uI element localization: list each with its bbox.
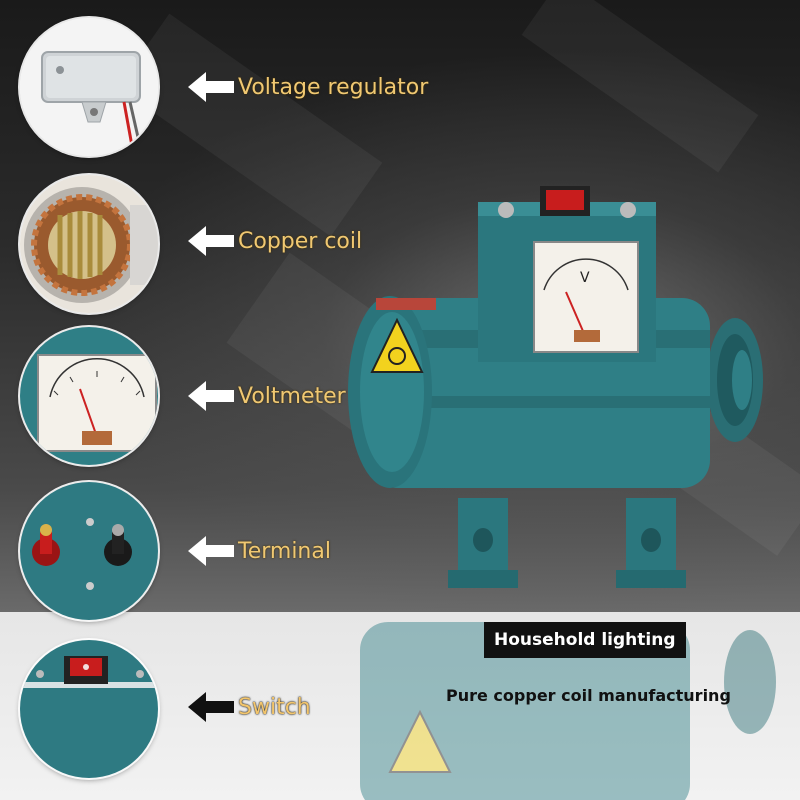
meter-unit-label: V	[580, 270, 590, 286]
generator-motor-image: V	[330, 180, 790, 600]
feature-label: Voltage regulator	[238, 74, 429, 100]
switch-thumbnail	[20, 640, 158, 778]
arrow-left-icon	[188, 72, 234, 102]
feature-label: Switch	[238, 694, 311, 720]
feature-label: Voltmeter	[238, 383, 346, 409]
feature-row-copper-coil: Copper coil	[188, 221, 362, 261]
arrow-left-icon	[188, 536, 234, 566]
arrow-left-icon	[188, 692, 234, 722]
terminal-thumbnail	[20, 482, 158, 620]
feature-row-terminal: Terminal	[188, 531, 331, 571]
feature-label: Terminal	[238, 538, 331, 564]
copper-coil-thumbnail	[20, 175, 158, 313]
feature-label: Copper coil	[238, 228, 363, 254]
household-lighting-banner: Household lighting	[484, 622, 686, 658]
feature-row-switch: Switch	[188, 687, 311, 727]
voltmeter-thumbnail	[20, 327, 158, 465]
generator-reflection-image	[350, 612, 790, 800]
voltage-regulator-thumbnail	[20, 18, 158, 156]
arrow-left-icon	[188, 226, 234, 256]
feature-row-voltmeter: Voltmeter	[188, 376, 346, 416]
arrow-left-icon	[188, 381, 234, 411]
copper-coil-subtitle: Pure copper coil manufacturing	[446, 686, 731, 705]
feature-row-voltage-regulator: Voltage regulator	[188, 67, 428, 107]
